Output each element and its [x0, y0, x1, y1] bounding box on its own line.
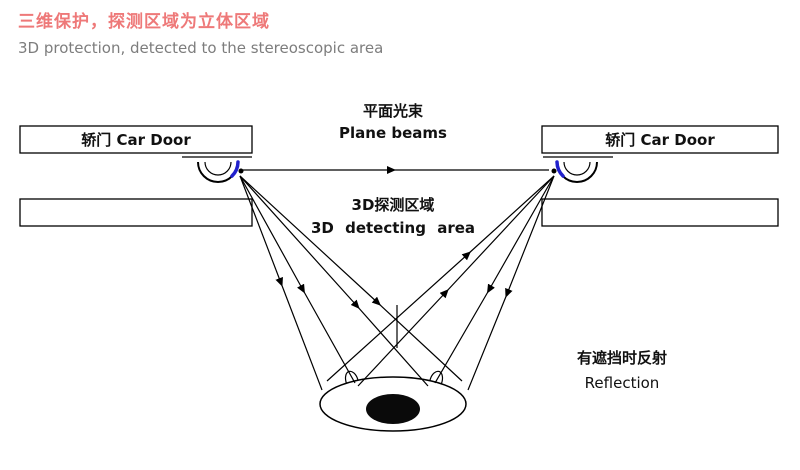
left-landing-sill-box — [19, 198, 253, 227]
beam-right-1 — [467, 175, 555, 391]
right-landing-sill-box — [541, 198, 779, 227]
beam-left-1 — [239, 175, 323, 391]
detect-area-label-en: 3D detecting area — [311, 219, 475, 237]
left-sensor — [182, 156, 252, 183]
reflect-beam-2 — [326, 175, 555, 382]
left-sensor-emitter-accent — [230, 160, 240, 178]
page-title: 三维保护，探测区域为立体区域 — [18, 11, 270, 32]
reflect-beam-1 — [357, 175, 555, 387]
plane-beams-label-en: Plane beams — [339, 124, 447, 142]
beam-right-2 — [434, 175, 555, 384]
right-sensor-inner — [563, 161, 591, 176]
passenger-head — [319, 370, 467, 432]
detection-beams — [239, 175, 555, 391]
left-sensor-housing — [197, 161, 239, 183]
detect-area-label-zh: 3D探测区域 — [352, 196, 435, 214]
left-sensor-inner — [204, 161, 232, 176]
beam-left-2 — [239, 175, 356, 384]
left-car-door-label: 轿门 Car Door — [81, 131, 191, 149]
head-hair — [366, 394, 420, 424]
right-sensor-emitter-dot — [551, 168, 557, 174]
plane-beams-label-zh: 平面光束 — [363, 102, 424, 120]
left-car-door-box — [19, 125, 253, 154]
left-sensor-emitter-dot — [238, 168, 244, 174]
beam-left-4 — [239, 175, 463, 382]
reflection-label-en: Reflection — [585, 374, 660, 392]
right-car-door-label: 轿门 Car Door — [605, 131, 715, 149]
beam-left-3 — [239, 175, 429, 387]
right-sensor-housing — [556, 161, 598, 183]
right-sensor-emitter-accent — [555, 160, 565, 178]
reflection-beams — [326, 175, 555, 387]
right-car-door-box — [541, 125, 779, 154]
page-subtitle: 3D protection, detected to the stereosco… — [18, 39, 383, 57]
right-sensor — [543, 156, 613, 183]
reflection-label-zh: 有遮挡时反射 — [577, 349, 667, 367]
